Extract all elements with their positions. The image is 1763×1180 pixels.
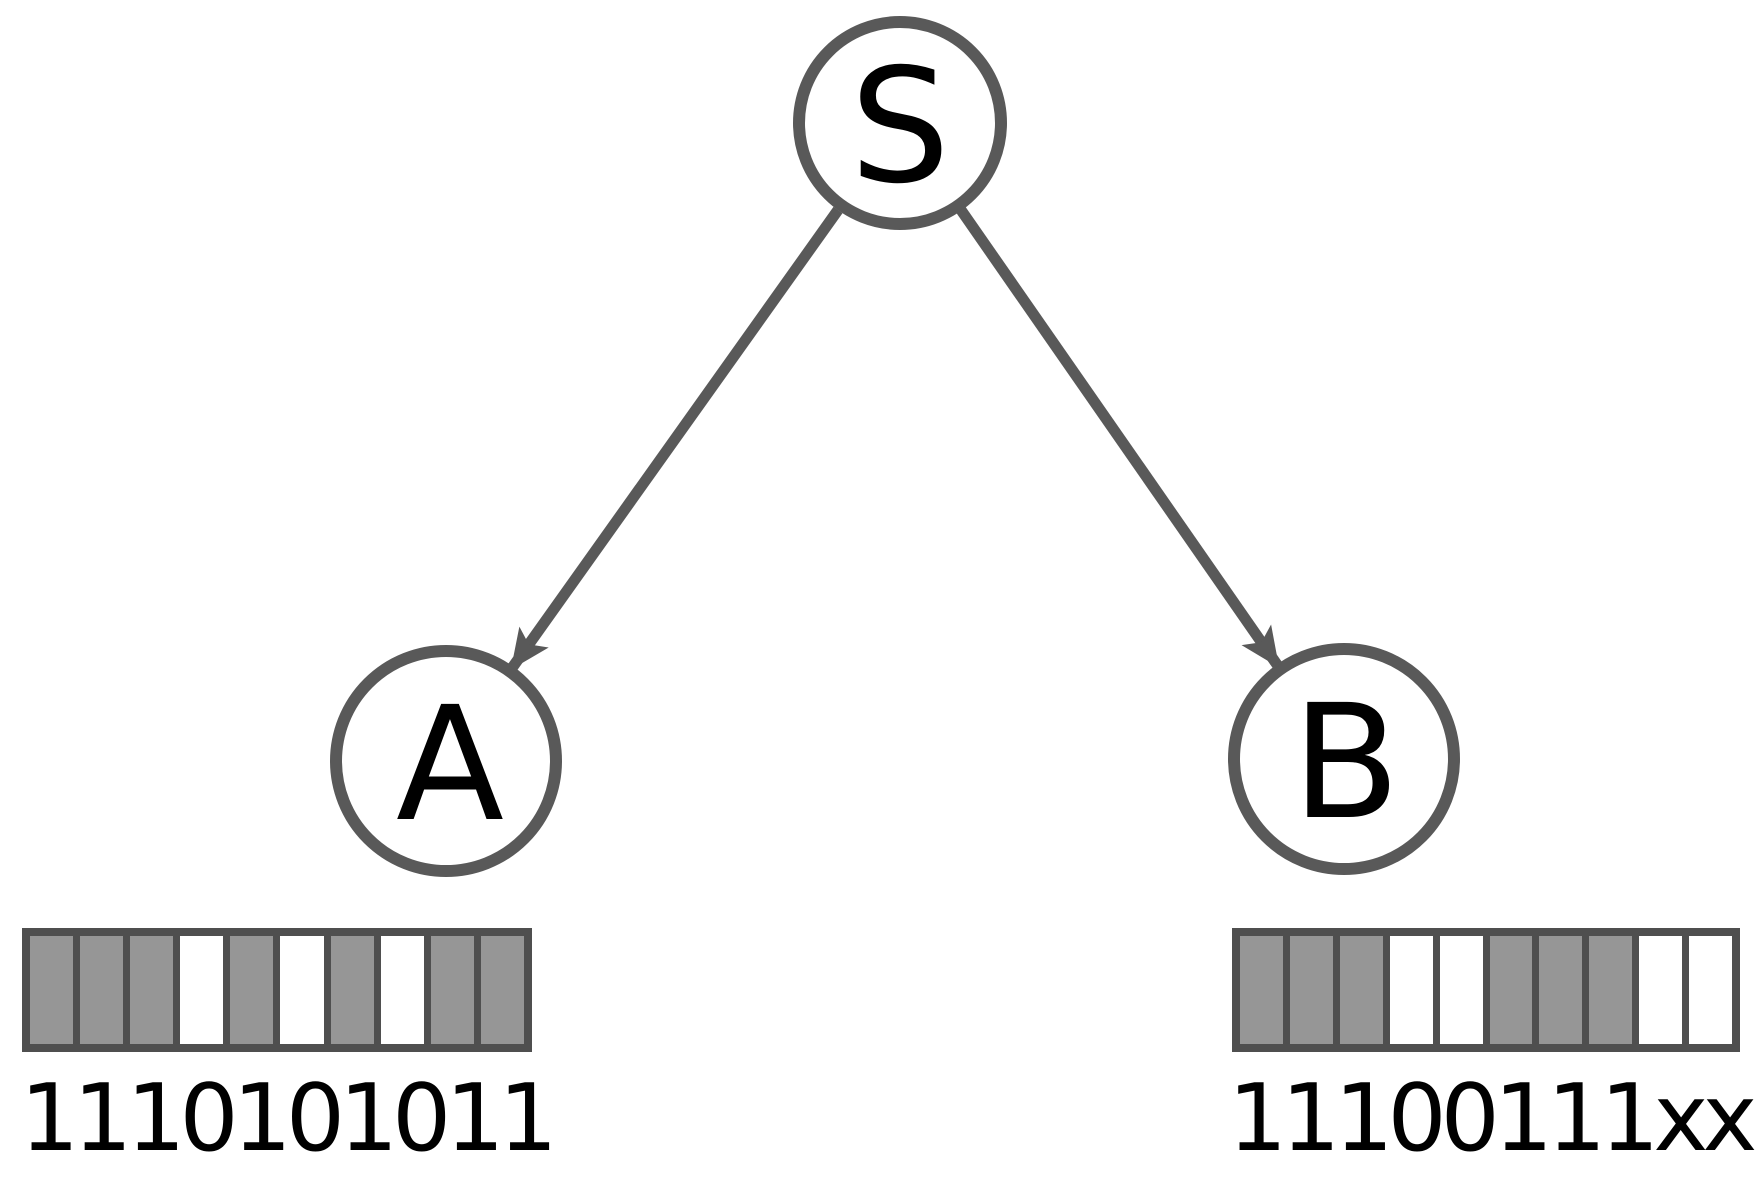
bit-cell-1 <box>130 936 174 1044</box>
bit-cell-1 <box>1489 936 1533 1044</box>
bit-cell-0 <box>180 936 224 1044</box>
bit-cell-1 <box>80 936 124 1044</box>
bit-cell-x <box>1639 936 1683 1044</box>
bit-cell-1 <box>1539 936 1583 1044</box>
bit-cell-0 <box>380 936 424 1044</box>
node-s-circle <box>793 16 1007 230</box>
node-s-label: S <box>850 35 950 219</box>
bit-cell-x <box>1689 936 1733 1044</box>
node-b-circle <box>1228 643 1460 875</box>
node-a-circle <box>330 645 562 877</box>
bit-cell-1 <box>1289 936 1333 1044</box>
edge-s-to-a <box>507 206 843 672</box>
bit-caption-a: 1110101011 <box>20 1064 558 1172</box>
bit-cell-1 <box>30 936 74 1044</box>
bit-cell-1 <box>1589 936 1633 1044</box>
bit-cell-1 <box>480 936 524 1044</box>
bit-cell-1 <box>330 936 374 1044</box>
node-a-label: A <box>396 673 504 857</box>
bit-cell-1 <box>230 936 274 1044</box>
bit-cell-1 <box>1240 936 1283 1044</box>
bit-bar-a <box>22 928 532 1052</box>
node-b-label: B <box>1292 671 1400 855</box>
bit-cell-0 <box>1389 936 1433 1044</box>
edge-s-to-b <box>956 206 1283 670</box>
bit-bar-b <box>1232 928 1740 1052</box>
bit-cell-0 <box>1439 936 1483 1044</box>
bit-cell-1 <box>1339 936 1383 1044</box>
bit-cell-0 <box>280 936 324 1044</box>
bit-caption-b: 11100111xx <box>1228 1064 1757 1172</box>
bit-cell-1 <box>430 936 474 1044</box>
